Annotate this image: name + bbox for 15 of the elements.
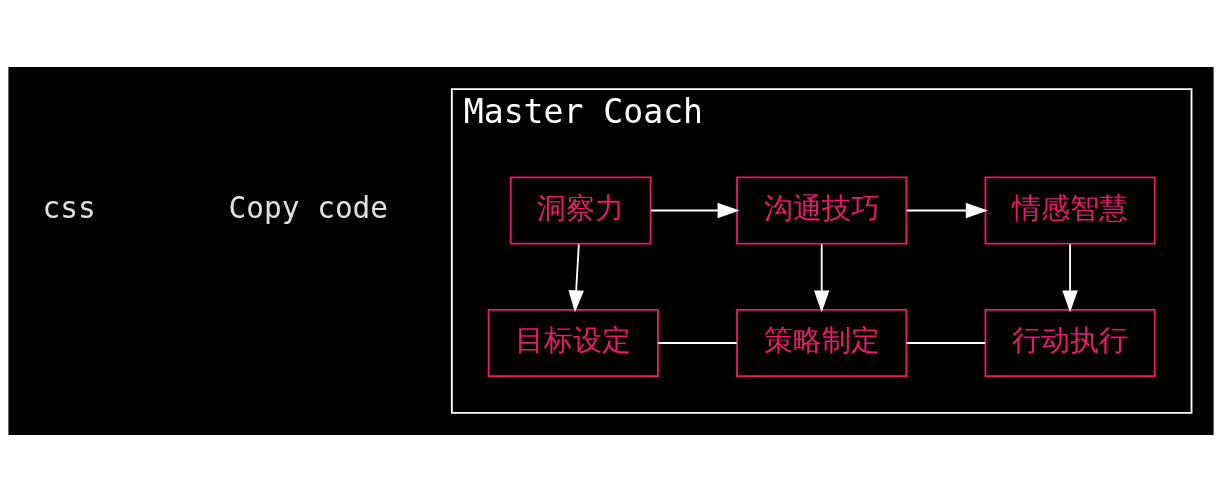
- node-box: 策略制定: [736, 308, 908, 378]
- arrow: [1062, 243, 1078, 313]
- node-box: 洞察力: [509, 176, 652, 245]
- node-box: 沟通技巧: [736, 176, 908, 245]
- node-box: 目标设定: [487, 308, 659, 378]
- connector: [657, 342, 738, 344]
- label: css: [42, 190, 96, 225]
- arrow: [649, 202, 740, 219]
- arrow: [568, 243, 584, 313]
- node-box: 行动执行: [984, 308, 1156, 378]
- arrow: [905, 202, 988, 219]
- label: Copy code: [228, 190, 389, 225]
- connector: [905, 342, 987, 344]
- arrow: [813, 243, 830, 313]
- node-box: 情感智慧: [984, 176, 1156, 245]
